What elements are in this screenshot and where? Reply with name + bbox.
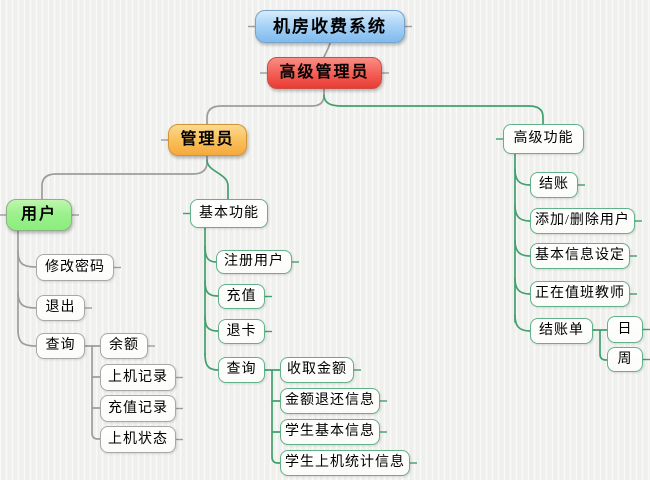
node-query-basic[interactable]: 查询 xyxy=(218,357,265,383)
node-logout[interactable]: 退出 xyxy=(36,295,85,321)
node-recharge-record[interactable]: 充值记录 xyxy=(100,395,176,422)
node-checkout-bill[interactable]: 结账单 xyxy=(530,318,593,344)
node-label-checkout-bill: 结账单 xyxy=(539,323,584,338)
edge-advanced-features-add-delete-user xyxy=(514,204,531,222)
node-label-user: 用户 xyxy=(20,206,57,223)
edge-checkout-bill-week xyxy=(599,329,608,361)
edge-user-change-password xyxy=(17,250,37,268)
node-register-user[interactable]: 注册用户 xyxy=(216,250,292,274)
edge-senior-admin-advanced-features xyxy=(323,94,544,125)
node-label-admin: 管理员 xyxy=(180,131,235,148)
edge-admin-user xyxy=(41,155,208,200)
node-collect-amount[interactable]: 收取金额 xyxy=(280,357,354,383)
node-label-change-password: 修改密码 xyxy=(45,259,105,275)
edge-advanced-features-checkout xyxy=(514,168,531,186)
node-label-recharge: 充值 xyxy=(226,288,257,304)
node-label-balance: 余额 xyxy=(109,338,139,353)
node-checkout[interactable]: 结账 xyxy=(530,172,578,198)
node-label-basic-info-setting: 基本信息设定 xyxy=(535,248,625,263)
node-advanced-features[interactable]: 高级功能 xyxy=(503,124,584,154)
edge-basic-features-recharge xyxy=(204,280,219,297)
node-label-student-online-stats: 学生上机统计信息 xyxy=(285,455,405,470)
node-balance[interactable]: 余额 xyxy=(100,333,148,359)
node-admin[interactable]: 管理员 xyxy=(168,124,247,156)
node-label-basic-features: 基本功能 xyxy=(199,205,259,221)
node-label-collect-amount: 收取金额 xyxy=(287,362,347,377)
edge-basic-features-query-basic xyxy=(204,353,219,371)
node-label-query-user: 查询 xyxy=(45,338,76,353)
node-label-recharge-record: 充值记录 xyxy=(108,400,168,416)
node-label-refund-info: 金额退还信息 xyxy=(285,393,375,408)
node-online-record[interactable]: 上机记录 xyxy=(100,364,176,391)
node-basic-features[interactable]: 基本功能 xyxy=(190,199,268,228)
edge-admin-basic-features xyxy=(206,159,229,200)
node-user[interactable]: 用户 xyxy=(6,199,72,231)
node-label-query-basic: 查询 xyxy=(226,362,257,377)
node-change-password[interactable]: 修改密码 xyxy=(36,254,114,281)
node-label-register-user: 注册用户 xyxy=(224,254,284,269)
node-label-teacher-on-duty: 正在值班教师 xyxy=(535,286,625,301)
node-student-online-stats[interactable]: 学生上机统计信息 xyxy=(280,450,410,476)
node-return-card[interactable]: 退卡 xyxy=(218,319,265,344)
node-week[interactable]: 周 xyxy=(607,347,643,372)
node-label-advanced-features: 高级功能 xyxy=(513,131,574,146)
edge-advanced-features-teacher-on-duty xyxy=(514,277,531,295)
edge-query-basic-sub-trunk xyxy=(271,369,281,464)
node-label-return-card: 退卡 xyxy=(226,323,257,339)
node-student-basic-info[interactable]: 学生基本信息 xyxy=(280,419,380,445)
node-label-online-status: 上机状态 xyxy=(108,431,168,447)
edge-user-logout xyxy=(17,291,37,309)
edge-query-user-sub-trunk xyxy=(91,345,101,440)
edge-advanced-features-basic-info-setting xyxy=(514,239,531,257)
node-day[interactable]: 日 xyxy=(607,316,643,343)
edge-senior-admin-admin xyxy=(206,88,325,125)
node-label-week: 周 xyxy=(617,351,633,367)
node-basic-info-setting[interactable]: 基本信息设定 xyxy=(530,243,630,269)
node-refund-info[interactable]: 金额退还信息 xyxy=(280,388,380,414)
node-label-logout: 退出 xyxy=(45,300,76,315)
node-label-root: 机房收费系统 xyxy=(273,17,387,36)
node-recharge[interactable]: 充值 xyxy=(218,284,265,309)
node-label-day: 日 xyxy=(617,321,633,337)
node-add-delete-user[interactable]: 添加/删除用户 xyxy=(530,208,635,234)
edge-user-query-user xyxy=(17,329,37,347)
node-senior-admin[interactable]: 高级管理员 xyxy=(267,57,382,89)
node-label-online-record: 上机记录 xyxy=(108,369,168,385)
node-label-student-basic-info: 学生基本信息 xyxy=(285,424,375,439)
node-query-user[interactable]: 查询 xyxy=(36,333,85,359)
edge-basic-features-register-user xyxy=(204,245,217,263)
edge-basic-features-return-card xyxy=(204,315,219,332)
node-label-senior-admin: 高级管理员 xyxy=(279,64,370,81)
node-label-checkout: 结账 xyxy=(539,177,569,192)
node-online-status[interactable]: 上机状态 xyxy=(100,426,176,453)
node-root[interactable]: 机房收费系统 xyxy=(255,10,405,43)
node-label-add-delete-user: 添加/删除用户 xyxy=(535,213,630,228)
node-teacher-on-duty[interactable]: 正在值班教师 xyxy=(530,281,630,307)
edge-advanced-features-checkout-bill xyxy=(514,314,531,332)
edge-root-senior-admin xyxy=(323,42,331,58)
